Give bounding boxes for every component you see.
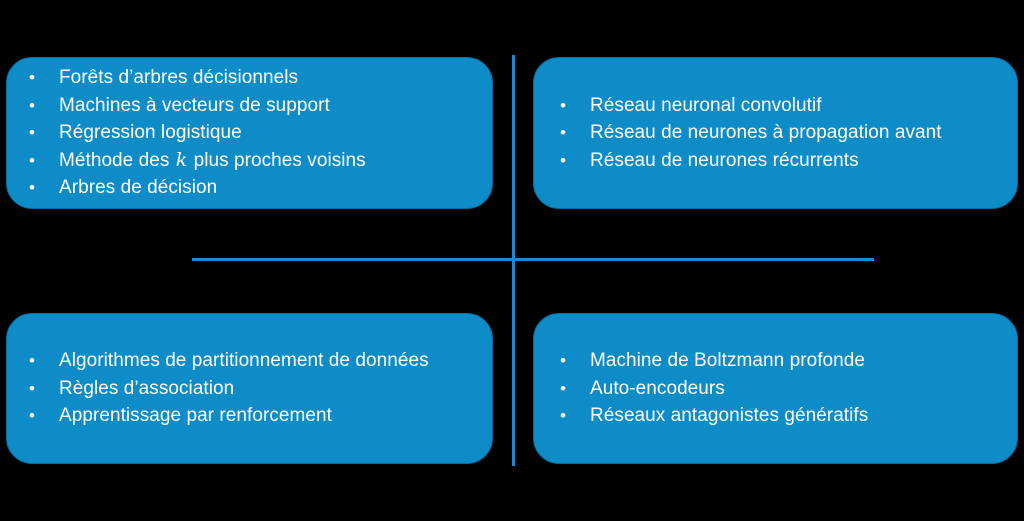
list-item-label: Réseaux antagonistes génératifs <box>590 405 869 427</box>
list-item: • Réseau de neurones récurrents <box>556 147 1003 175</box>
quadrant-top-right[interactable]: • Réseau neuronal convolutif • Réseau de ne… <box>533 57 1018 209</box>
list-item: • Auto-encodeurs <box>556 375 1003 403</box>
list-item: • Méthode des k plus proches voisins <box>25 147 478 175</box>
list-item-label: Auto-encodeurs <box>590 377 725 399</box>
bullet-dot-icon: • <box>29 378 36 398</box>
list-item-label: Machines à vecteurs de support <box>59 94 330 116</box>
bullet-dot-icon: • <box>560 150 567 170</box>
list-item-label: Règles d’association <box>59 377 235 399</box>
list-item: • Régression logistique <box>25 119 478 147</box>
list-item-label: Méthode des k plus proches voisins <box>59 148 366 171</box>
quadrant-bottom-right[interactable]: • Machine de Boltzmann profonde • Auto-enco… <box>533 313 1018 464</box>
list-item-label: Réseau de neurones à propagation avant <box>590 122 942 144</box>
list-item-label: Forêts d’arbres décisionnels <box>59 67 299 89</box>
list-item-label: Réseau neuronal convolutif <box>590 94 822 116</box>
bullet-dot-icon: • <box>29 351 36 371</box>
list-item: • Forêts d’arbres décisionnels <box>25 64 478 92</box>
bullet-dot-icon: • <box>560 95 567 115</box>
bullet-list-bottom-right: • Machine de Boltzmann profonde • Auto-enco… <box>534 347 1017 430</box>
list-item-label: Apprentissage par renforcement <box>59 405 332 427</box>
list-item-label: Réseau de neurones récurrents <box>590 149 859 171</box>
bullet-dot-icon: • <box>560 123 567 143</box>
bullet-dot-icon: • <box>29 406 36 426</box>
list-item-label: Algorithmes de partitionnement de donnée… <box>59 350 429 372</box>
list-item-label: Arbres de décision <box>59 177 218 199</box>
list-item: • Règles d’association <box>25 375 478 403</box>
list-item-label: Régression logistique <box>59 122 242 144</box>
bullet-dot-icon: • <box>560 378 567 398</box>
list-item: • Apprentissage par renforcement <box>25 402 478 430</box>
bullet-list-top-left: • Forêts d’arbres décisionnels • Machines à… <box>7 64 492 202</box>
math-variable: k <box>175 148 188 171</box>
bullet-dot-icon: • <box>29 68 36 88</box>
quadrant-bottom-left[interactable]: • Algorithmes de partitionnement de donné… <box>6 313 493 464</box>
list-item: • Algorithmes de partitionnement de donné… <box>25 347 478 375</box>
list-item: • Réseaux antagonistes génératifs <box>556 402 1003 430</box>
bullet-dot-icon: • <box>29 123 36 143</box>
list-item: • Arbres de décision <box>25 174 478 202</box>
list-item: • Machine de Boltzmann profonde <box>556 347 1003 375</box>
bullet-list-bottom-left: • Algorithmes de partitionnement de donné… <box>7 347 492 430</box>
bullet-dot-icon: • <box>29 95 36 115</box>
divider-horizontal-line <box>192 258 874 261</box>
bullet-list-top-right: • Réseau neuronal convolutif • Réseau de ne… <box>534 92 1017 175</box>
bullet-dot-icon: • <box>29 150 36 170</box>
bullet-dot-icon: • <box>560 351 567 371</box>
list-item: • Réseau neuronal convolutif <box>556 92 1003 120</box>
quadrant-top-left[interactable]: • Forêts d’arbres décisionnels • Machines à… <box>6 57 493 209</box>
list-item: • Réseau de neurones à propagation avant <box>556 119 1003 147</box>
bullet-dot-icon: • <box>29 178 36 198</box>
list-item: • Machines à vecteurs de support <box>25 92 478 120</box>
list-item-label: Machine de Boltzmann profonde <box>590 350 866 372</box>
bullet-dot-icon: • <box>560 406 567 426</box>
